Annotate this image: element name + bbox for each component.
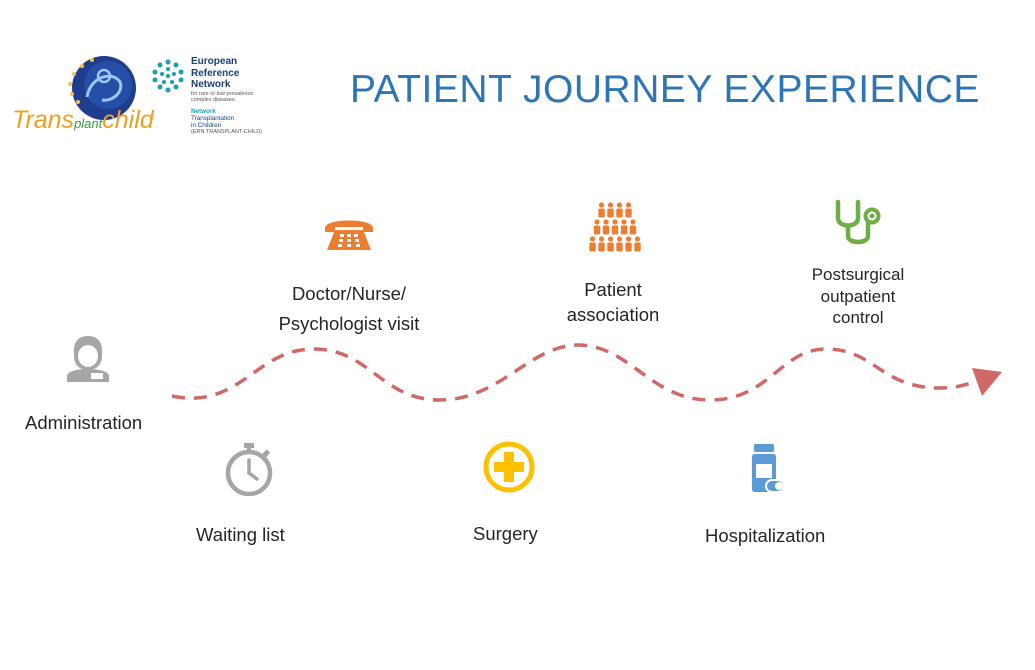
person-head: [603, 219, 609, 225]
person-body: [593, 225, 601, 235]
person-head: [598, 236, 605, 242]
page-title: PATIENT JOURNEY EXPERIENCE: [350, 68, 980, 111]
step-label-administration: Administration: [25, 412, 143, 433]
step-label-hospitalization: Hospitalization: [705, 525, 826, 546]
step-label-postsurgical-line2: outpatient: [820, 286, 896, 306]
step-label-patient-association: Patient association: [543, 277, 683, 327]
person-body: [589, 242, 596, 252]
logo-text-trans: Trans: [12, 106, 75, 134]
ern-sub1: for rare or low prevalence: [191, 90, 254, 97]
ern-net2: in Children: [191, 121, 222, 129]
administrator-icon: [67, 336, 109, 382]
person-body: [598, 242, 605, 252]
ern-logo: European Reference Network for rare or l…: [150, 56, 280, 136]
step-label-patient-association-line2: association: [566, 304, 660, 325]
logo-text-plant: plant: [74, 116, 103, 131]
person-head: [607, 202, 614, 208]
person-body: [625, 242, 632, 252]
step-label-doctor-visit-line1: Doctor/Nurse/: [291, 283, 407, 304]
person-body: [629, 225, 637, 235]
people-group-icon: [589, 202, 641, 252]
person-body: [625, 208, 632, 218]
ern-line3: Network: [191, 79, 231, 90]
person-body: [607, 242, 614, 252]
person-head: [594, 219, 600, 225]
ern-line2: Reference: [191, 67, 240, 79]
step-label-patient-association-line1: Patient: [584, 279, 642, 300]
step-label-postsurgical-line3: control: [832, 308, 884, 327]
step-label-waiting-list: Waiting list: [196, 524, 285, 545]
journey-arrowhead: [972, 368, 1002, 396]
stopwatch-icon: [225, 443, 273, 496]
person-body: [602, 225, 610, 235]
person-body: [607, 208, 614, 218]
ern-net1: Transplantation: [191, 114, 235, 122]
person-head: [621, 219, 627, 225]
person-body: [616, 208, 623, 218]
person-head: [634, 236, 641, 242]
ern-line1: European: [191, 56, 238, 67]
journey-dashed-line: [171, 343, 986, 402]
transplantchild-emblem: [68, 56, 136, 120]
ern-sub2: complex diseases: [191, 97, 235, 103]
person-head: [607, 236, 614, 242]
medicine-bottle-icon: [752, 444, 785, 493]
ern-dots-emblem: [152, 59, 184, 93]
person-head: [589, 236, 596, 242]
person-body: [598, 208, 605, 218]
logo-text-child: child: [102, 106, 154, 134]
person-body: [634, 242, 641, 252]
step-label-doctor-visit-line2: Psychologist visit: [278, 313, 420, 334]
telephone-icon: [325, 220, 373, 250]
person-head: [625, 202, 632, 208]
step-label-postsurgical-line1: Postsurgical: [811, 265, 905, 284]
stethoscope-icon: [835, 199, 881, 245]
person-head: [598, 202, 605, 208]
ern-net-label: Network: [191, 107, 216, 115]
step-label-surgery: Surgery: [473, 523, 538, 544]
person-head: [630, 219, 636, 225]
person-head: [616, 236, 623, 242]
person-body: [616, 242, 623, 252]
medical-cross-icon: [483, 441, 535, 493]
person-body: [611, 225, 619, 235]
person-head: [616, 202, 623, 208]
step-label-postsurgical-control: Postsurgical outpatient control: [788, 264, 928, 329]
step-label-doctor-visit: Doctor/Nurse/ Psychologist visit: [266, 279, 432, 339]
ern-net3: (ERN TRANSPLANT-CHILD): [191, 128, 263, 135]
transplantchild-logo: Transplantchild: [12, 52, 167, 142]
person-head: [612, 219, 618, 225]
person-body: [620, 225, 628, 235]
person-head: [625, 236, 632, 242]
